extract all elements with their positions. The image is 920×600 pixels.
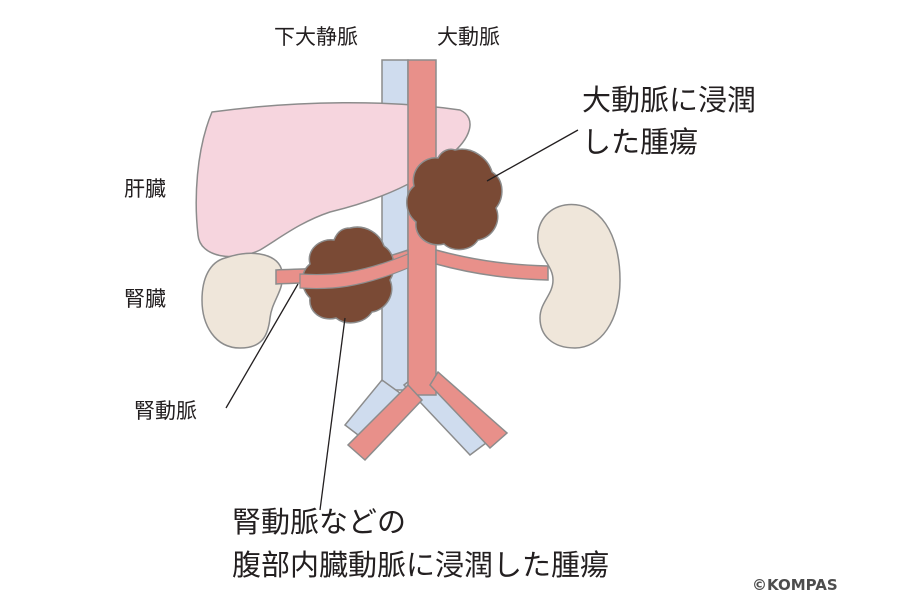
kidney-left: [201, 252, 284, 349]
leader-renal-artery: [225, 283, 299, 409]
renal-artery-over-tumor: [299, 253, 409, 290]
renal-artery-right: [435, 249, 549, 281]
leader-aorta-tumor: [486, 129, 579, 182]
label-tumor-aorta-line2: した腫瘍: [582, 125, 698, 159]
leader-renal-tumor: [319, 317, 346, 511]
label-aorta: 大動脈: [437, 25, 500, 49]
kidney-right: [537, 203, 621, 349]
label-liver: 肝臓: [124, 177, 166, 201]
label-tumor-aorta-line1: 大動脈に浸潤: [582, 83, 756, 117]
copyright: ©KOMPAS: [752, 576, 838, 594]
label-tumor-renal-line1: 腎動脈などの: [232, 505, 406, 539]
label-kidney: 腎臓: [124, 287, 166, 311]
tumor-aorta: [406, 148, 503, 251]
label-tumor-renal-line2: 腹部内臓動脈に浸潤した腫瘍: [232, 548, 609, 582]
label-renal-artery: 腎動脈: [134, 399, 197, 423]
label-ivc: 下大静脈: [274, 25, 358, 49]
